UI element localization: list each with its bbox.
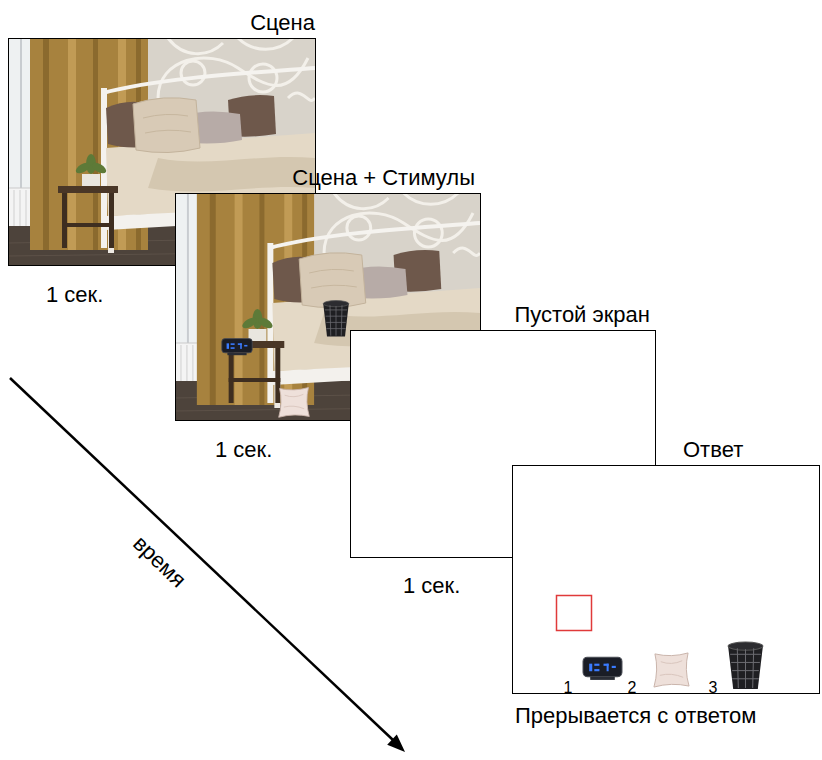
duration-label: 1 сек. [403, 573, 460, 598]
duration-label: 1 сек. [215, 437, 272, 462]
screen-frame: Сцена + Стимулы1 сек. [175, 193, 480, 420]
screen-frame: Сцена1 сек. [8, 38, 315, 265]
option-number: 3 [709, 679, 718, 697]
option-number: 2 [628, 679, 637, 697]
screen-frame: ОтветПрерывается с ответом [512, 465, 820, 693]
option-number: 1 [564, 679, 573, 697]
screen-frame: Пустой экран1 сек. [350, 330, 655, 557]
screen-title: Сцена + Стимулы [292, 165, 475, 190]
screen-title: Сцена [250, 10, 315, 35]
screen-title: Пустой экран [514, 302, 650, 327]
duration-label: Прерывается с ответом [515, 703, 756, 728]
duration-label: 1 сек. [46, 282, 103, 307]
screen-title: Ответ [683, 437, 743, 462]
